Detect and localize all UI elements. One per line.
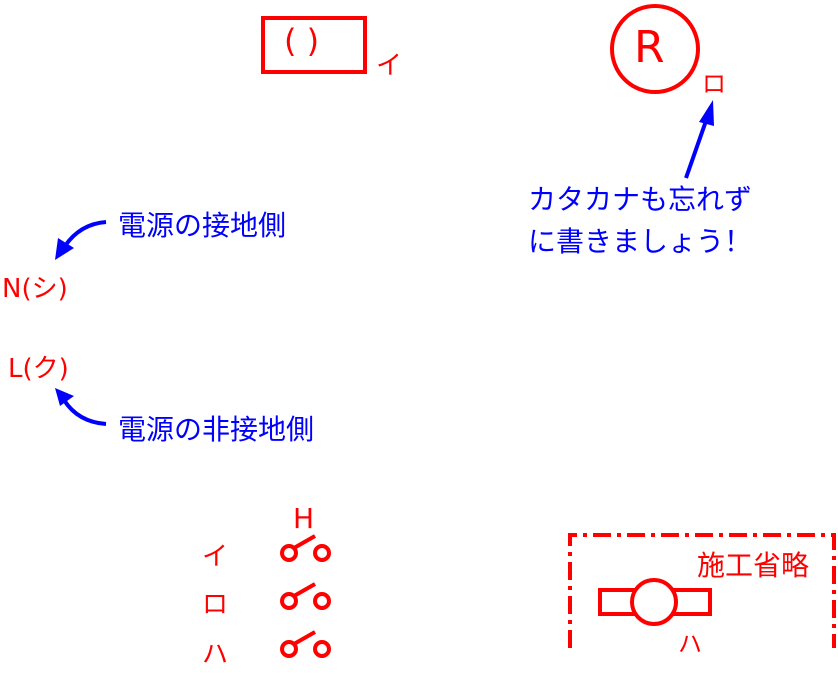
omitted-title: 施工省略: [697, 549, 810, 582]
bracket-box-text: ( ): [284, 22, 320, 60]
receptacle-circle: [610, 4, 700, 94]
switch-header: H: [293, 502, 315, 535]
note-line-2: に書きましょう！: [528, 225, 753, 258]
neutral-note: 電源の接地側: [118, 209, 287, 242]
curved-arrow-up-icon: [55, 388, 107, 426]
label-ro: ロ: [702, 70, 726, 98]
switch-label: ロ: [202, 590, 229, 620]
line-label: L(ク): [8, 354, 69, 384]
line-note: 電源の非接地側: [118, 413, 315, 446]
switch-label: ハ: [202, 640, 229, 670]
lamp-symbol-icon: [598, 578, 712, 626]
omitted-frame: [568, 533, 836, 648]
switch-icon: [280, 630, 331, 658]
note-line-1: カタカナも忘れず: [528, 183, 753, 216]
arrow-up-icon: [684, 100, 714, 179]
label-i: イ: [376, 51, 403, 81]
switch-icon: [280, 582, 331, 610]
receptacle-letter: R: [634, 22, 665, 73]
bracket-box: [261, 16, 367, 74]
curved-arrow-down-icon: [55, 220, 107, 260]
switch-icon: [280, 534, 331, 562]
omitted-label: ハ: [678, 630, 702, 658]
neutral-label: N(シ): [2, 274, 68, 304]
switch-label: イ: [202, 542, 229, 572]
